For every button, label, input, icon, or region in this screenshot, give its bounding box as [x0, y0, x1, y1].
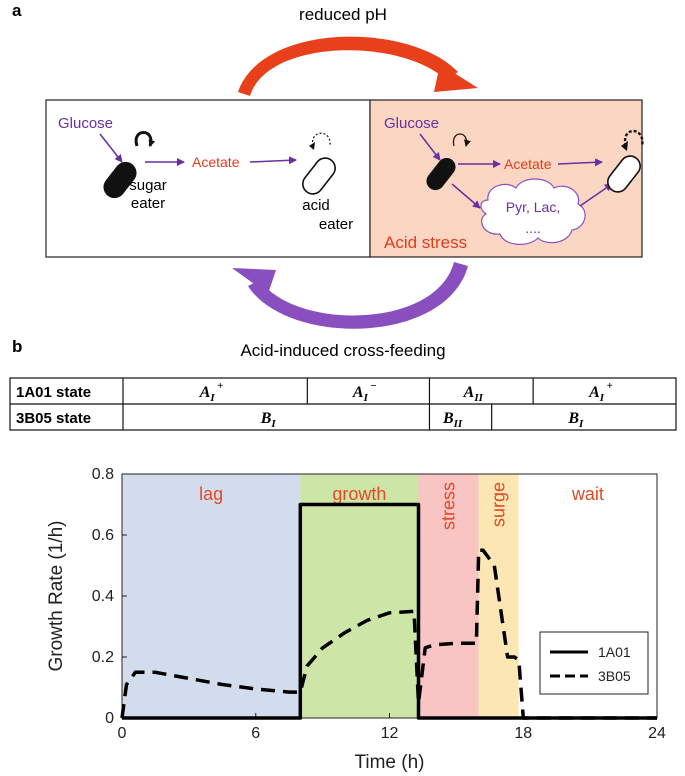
byproducts-cloud [480, 178, 586, 245]
state-cell-label: BII [442, 410, 463, 430]
state-cell-label: BI [260, 410, 277, 430]
series-line-1A01 [122, 502, 657, 720]
phase-band-lag [122, 474, 301, 718]
right-acid-eater-loop-arrowhead [621, 141, 628, 151]
state-row-name: 1A01 state [16, 384, 91, 401]
series-line-3B05 [120, 548, 657, 720]
left-acetate-out-arrow [249, 156, 297, 165]
left-glucose-label: Glucose [58, 115, 113, 132]
acid-eater-cell [302, 157, 336, 195]
y-tick-label: 0.2 [92, 649, 114, 666]
right-sugar-eater-cell [426, 157, 456, 191]
right-glucose-label: Glucose [384, 115, 439, 132]
state-cell-label: AI [588, 384, 605, 404]
phase-band-growth [300, 474, 419, 718]
state-cell-label: AI [352, 384, 369, 404]
acid-eater-self-loop-icon [312, 132, 331, 147]
y-axis-label: Growth Rate (1/h) [46, 521, 67, 672]
sugar-eater-label-1: sugar [129, 177, 167, 194]
phase-label-lag: lag [199, 484, 223, 504]
state-cell-superscript: − [370, 380, 376, 392]
x-tick-label: 24 [648, 725, 666, 742]
right-sugar-eater-self-loop-icon [452, 133, 471, 147]
x-tick-label: 12 [381, 725, 399, 742]
acid-stress-label: Acid stress [384, 233, 467, 252]
panel-b-label: b [12, 337, 22, 356]
legend-label-1A01: 1A01 [598, 644, 631, 660]
x-axis-label: Time (h) [354, 752, 424, 773]
state-cell-label: AII [463, 384, 484, 404]
left-acetate-label: Acetate [192, 154, 240, 170]
right-glucose-arrow [419, 133, 441, 161]
right-acid-eater-cell [607, 155, 641, 193]
phase-label-growth: growth [332, 484, 386, 504]
legend-box [539, 631, 649, 695]
x-tick-label: 0 [118, 725, 127, 742]
reduced-ph-arrow [238, 36, 478, 96]
sugar-eater-self-loop-icon [134, 131, 156, 147]
x-tick-label: 6 [251, 725, 260, 742]
state-cell-superscript: + [217, 380, 223, 392]
bottom-caption: Acid-induced cross-feeding [240, 341, 445, 360]
sugar-eater-cell [103, 161, 137, 199]
state-cell-superscript: + [607, 380, 613, 392]
state-cell-label: AI [199, 384, 216, 404]
sugar-eater-label-2: eater [131, 195, 165, 212]
y-tick-label: 0.4 [92, 588, 114, 605]
y-tick-label: 0 [105, 710, 114, 727]
y-tick-label: 0.6 [92, 527, 114, 544]
cloud-in-arrow [451, 183, 481, 209]
x-tick-label: 18 [514, 725, 532, 742]
top-caption: reduced pH [299, 5, 387, 24]
cloud-out-arrow [579, 183, 613, 207]
acid-eater-label-1: acid [302, 197, 330, 214]
cross-feeding-arrow [232, 262, 468, 329]
legend-label-3B05: 3B05 [598, 668, 631, 684]
phase-band-stress [418, 474, 479, 718]
panel-a-label: a [12, 1, 22, 20]
cloud-label-2: .... [525, 220, 541, 236]
growth-rate-chart: lag growth stress surge wait 0 6 12 18 24 0 0.2 0.4 0… [46, 466, 666, 773]
state-row-name: 3B05 state [16, 410, 91, 427]
acid-eater-label-2: eater [319, 216, 353, 233]
phase-label-wait: wait [571, 484, 604, 504]
phase-label-surge: surge [489, 482, 509, 527]
right-acetate-label: Acetate [504, 156, 552, 172]
phase-label-stress: stress [439, 482, 459, 530]
cloud-label-1: Pyr, Lac, [506, 199, 560, 215]
left-glucose-arrow [99, 133, 123, 163]
right-acetate-out-arrow [557, 158, 603, 167]
acid-eater-loop-arrowhead [309, 142, 315, 150]
y-tick-label: 0.8 [92, 466, 114, 483]
state-cell-label: BI [567, 410, 584, 430]
